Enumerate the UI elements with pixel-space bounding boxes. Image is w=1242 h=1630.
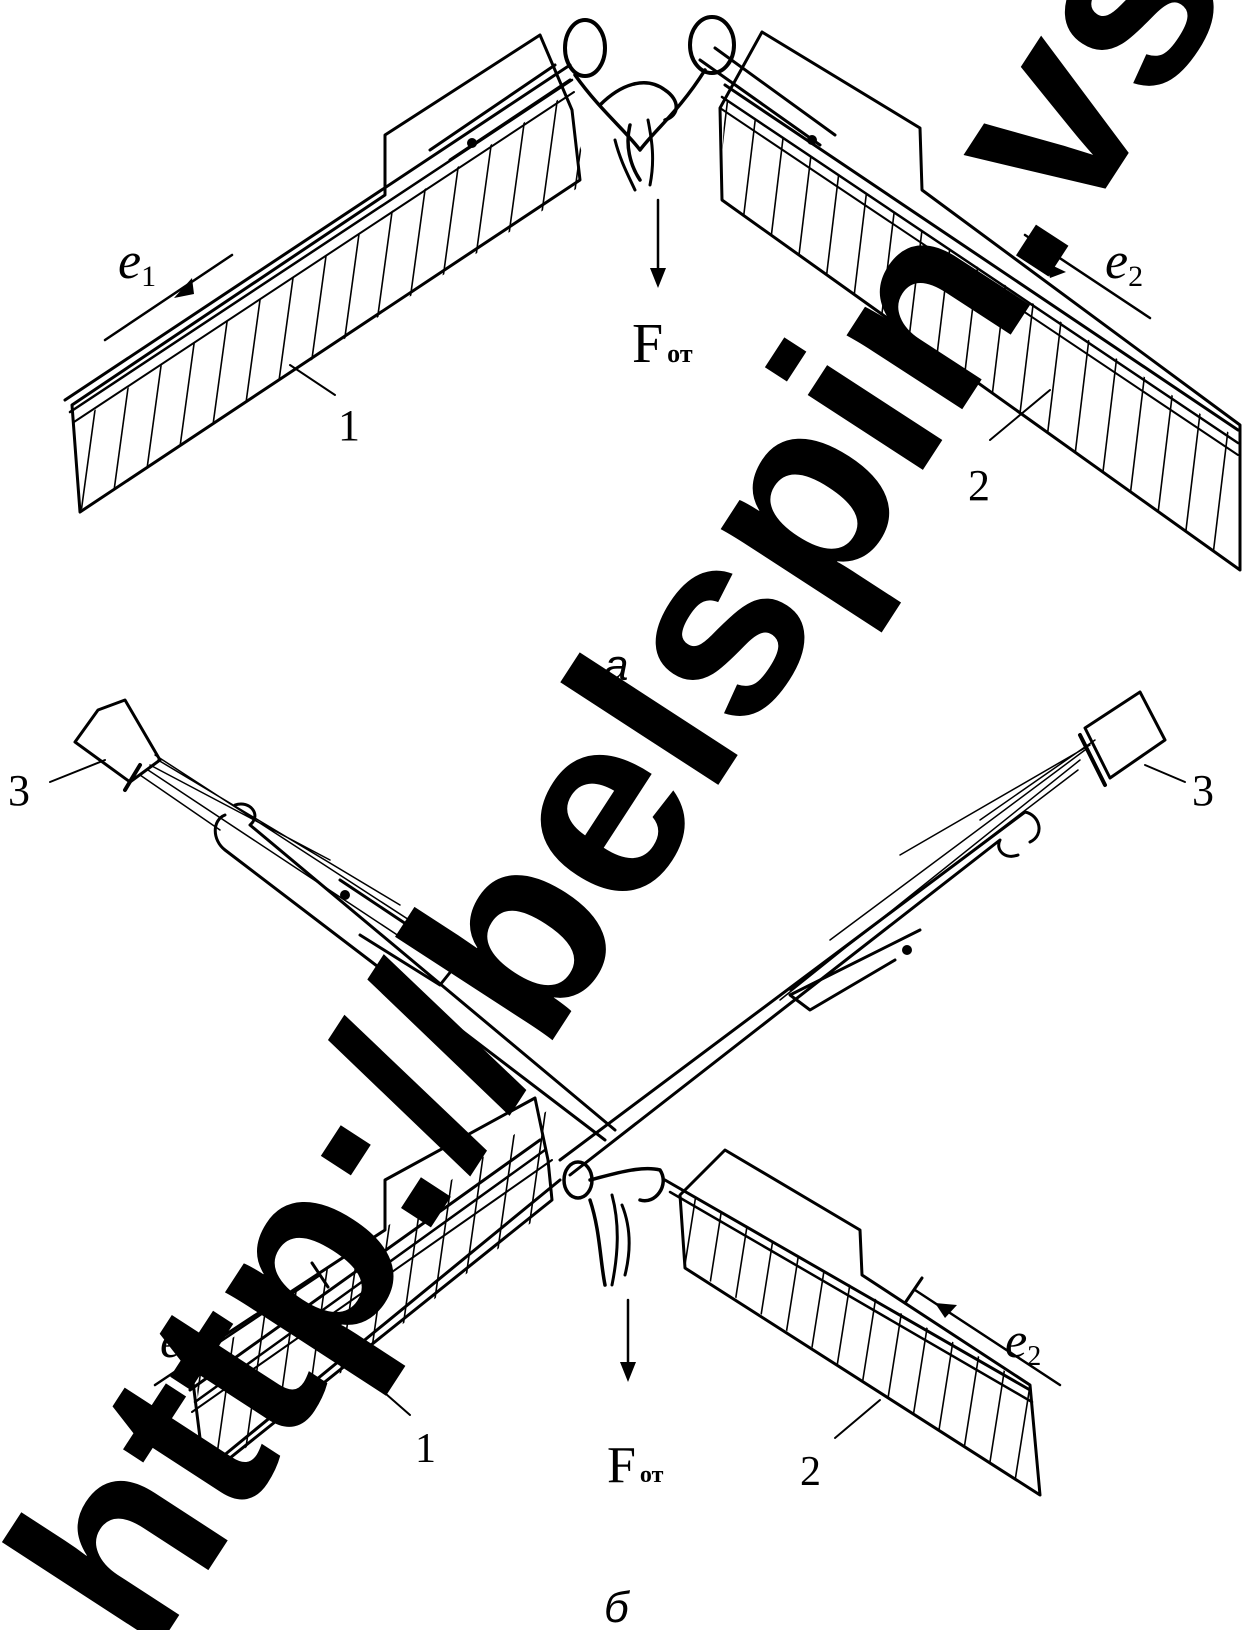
caption-a: а bbox=[604, 641, 628, 690]
latch-pivot-left-a bbox=[467, 138, 477, 148]
force-arrow-b bbox=[620, 1298, 636, 1382]
part-number-2-b: 2 bbox=[800, 1449, 821, 1495]
motion-label-right-a: e2 bbox=[1105, 233, 1143, 293]
needle-bed-right-b bbox=[663, 1148, 1151, 1500]
needle-left-a bbox=[428, 18, 607, 162]
hatch-line bbox=[1068, 1150, 1123, 1500]
yarn-guide-right-b bbox=[779, 690, 1186, 1001]
hatch-line bbox=[169, 95, 231, 510]
hatch-line bbox=[1209, 100, 1240, 570]
hatch-line bbox=[379, 95, 441, 510]
part-number-1-b: 1 bbox=[415, 1426, 436, 1472]
hook-right-a bbox=[688, 15, 736, 75]
latch-pivot-right-a bbox=[807, 135, 817, 145]
hatch-line bbox=[0, 80, 50, 520]
hatch-line bbox=[319, 95, 381, 510]
hatch-line bbox=[680, 1190, 704, 1495]
hatch-line bbox=[843, 1190, 900, 1495]
latch-pivot-right-b bbox=[902, 945, 912, 955]
part-number-3-right-b: 3 bbox=[1192, 766, 1214, 815]
hatch-line bbox=[409, 95, 471, 510]
hatch-line bbox=[80, 95, 141, 510]
hatch-line bbox=[469, 95, 531, 510]
hatch-line bbox=[0, 80, 20, 520]
needle-right-a bbox=[688, 15, 837, 147]
loop-knot-a bbox=[573, 68, 707, 192]
hatch-line bbox=[259, 95, 321, 510]
hatch-line bbox=[80, 95, 81, 510]
hatch-line bbox=[703, 1190, 760, 1495]
motion-label-left-b: e1 bbox=[160, 1312, 196, 1372]
hatch-line bbox=[547, 1105, 560, 1480]
latch-pivot-left-b bbox=[340, 890, 350, 900]
motion-arrow-right-a bbox=[1023, 233, 1152, 320]
needle-crossing-left-b bbox=[213, 802, 617, 1142]
hatch-line bbox=[499, 95, 561, 510]
hatch-line bbox=[109, 95, 171, 510]
part-number-1-a: 1 bbox=[338, 401, 360, 450]
motion-arrow-right-b bbox=[903, 1276, 1062, 1387]
hatch-line bbox=[576, 1100, 631, 1490]
loop-knot-b bbox=[562, 1160, 665, 1287]
hatch-line bbox=[899, 1190, 956, 1495]
hatch-line bbox=[759, 1190, 816, 1495]
motion-arrow-left-b bbox=[153, 1261, 330, 1387]
hatch-line bbox=[1039, 1190, 1040, 1495]
hatch-line bbox=[559, 95, 590, 510]
hatch-line bbox=[529, 95, 590, 510]
needle-crossing-right-b bbox=[558, 810, 1041, 1177]
hatch-line bbox=[80, 95, 111, 510]
hatch-line bbox=[289, 95, 351, 510]
hook-left-a bbox=[563, 18, 607, 78]
yarn-guide-left-b bbox=[49, 698, 441, 951]
hatch-line bbox=[604, 1100, 659, 1490]
hatch-line bbox=[815, 1190, 872, 1495]
motion-label-left-a: e1 bbox=[118, 233, 156, 293]
caption-b: б bbox=[604, 1583, 631, 1630]
force-arrow-a bbox=[650, 198, 666, 288]
part-number-3-left-b: 3 bbox=[8, 766, 30, 815]
motion-label-right-b: e2 bbox=[1005, 1312, 1041, 1372]
hatch-line bbox=[1096, 1150, 1151, 1500]
hatch-line bbox=[731, 1190, 788, 1495]
motion-arrow-left-a bbox=[103, 253, 234, 342]
part-number-2-a: 2 bbox=[968, 461, 990, 510]
